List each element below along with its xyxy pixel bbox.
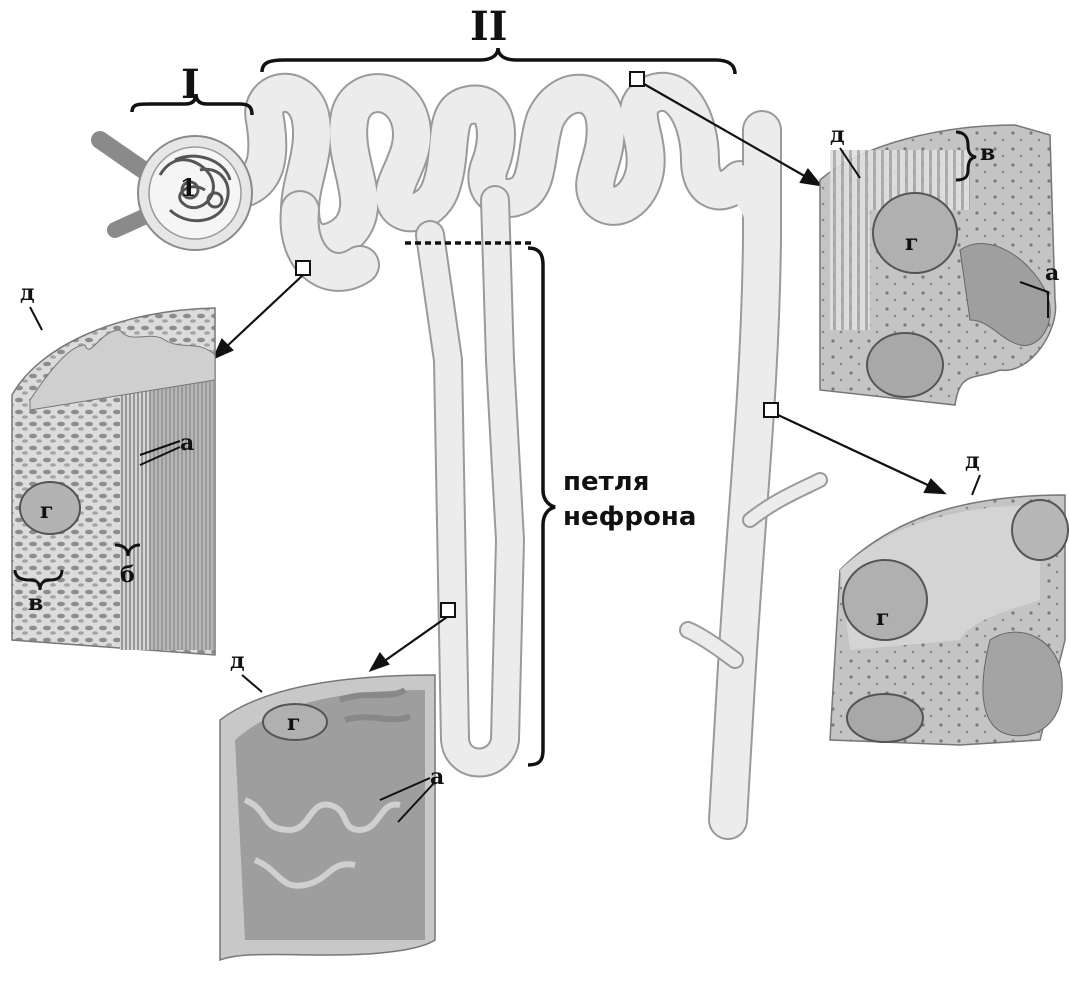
collecting-label-d: д <box>965 448 980 474</box>
glomerulus-number: 1 <box>180 173 197 202</box>
loop-label-line2: нефрона <box>563 502 696 532</box>
collecting-cell-panel <box>830 495 1068 745</box>
distal-cell-panel <box>820 125 1056 405</box>
glomerulus: 1 <box>138 136 252 250</box>
proximal-label-v: в <box>28 590 43 616</box>
collecting-label-g: г <box>876 605 889 631</box>
loop-label-g: г <box>287 710 300 736</box>
proximal-label-d: д <box>20 280 35 306</box>
loop-bracket <box>528 248 555 765</box>
section-label-II: II <box>470 3 507 50</box>
distal-label-g: г <box>905 230 918 256</box>
loop-label-line1: петля <box>563 467 649 497</box>
section-label-I: I <box>181 61 200 108</box>
proximal-label-b: б <box>120 562 135 588</box>
distal-label-d: д <box>830 122 845 148</box>
proximal-label-a: а <box>180 430 194 456</box>
distal-label-a: а <box>1045 260 1059 286</box>
proximal-label-g: г <box>40 498 53 524</box>
loop-label-d: д <box>230 648 245 674</box>
distal-label-v: в <box>980 140 995 166</box>
